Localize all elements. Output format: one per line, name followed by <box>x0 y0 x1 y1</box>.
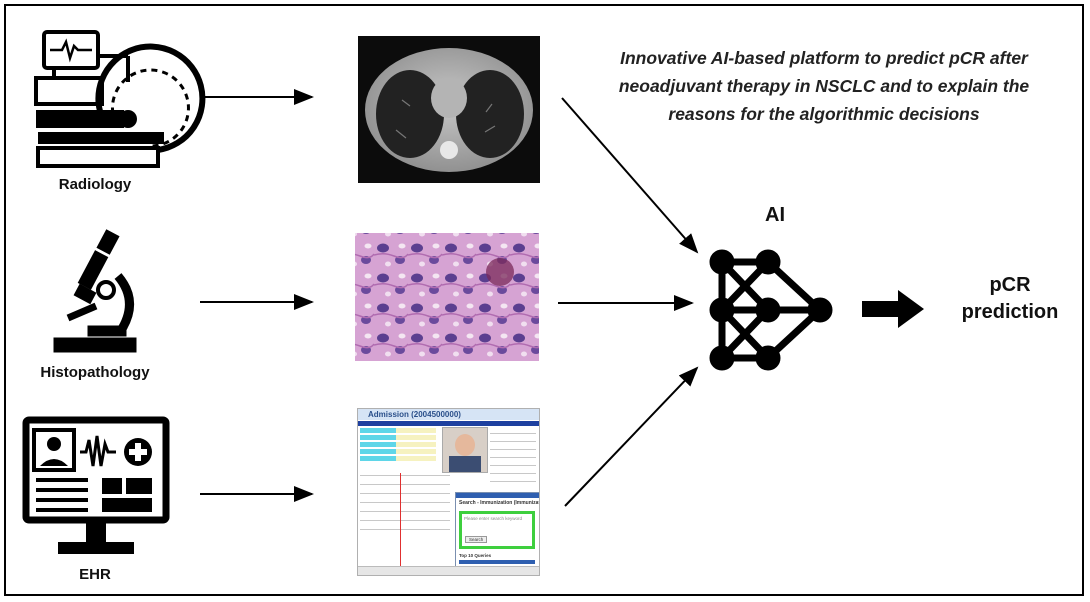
ehr-search-button: Search <box>465 536 488 543</box>
neural-network-icon <box>709 249 833 371</box>
diagram-title: Innovative AI-based platform to predict … <box>596 44 1052 128</box>
ehr-screenshot: Admission (2004500000) <box>357 408 540 576</box>
arrow-ct-to-ai <box>561 97 699 254</box>
label-histopathology: Histopathology <box>40 364 150 381</box>
input-arrows <box>200 89 314 502</box>
ehr-tab-bar <box>358 566 539 575</box>
microscope-icon <box>53 229 137 353</box>
label-ai: AI <box>765 204 785 226</box>
ct-scan-image <box>358 36 540 183</box>
radiology-scanner-icon <box>34 30 206 168</box>
label-radiology: Radiology <box>58 176 132 193</box>
ehr-popup-title: Search - Immunization (Immunization) <box>459 500 540 506</box>
title-line-2: neoadjuvant therapy in NSCLC and to expl… <box>618 76 1030 96</box>
ehr-search-box: Please enter search keyword Search <box>459 511 535 549</box>
ehr-window-title: Admission (2004500000) <box>358 409 539 420</box>
ehr-top-queries: Top 10 Queries <box>459 553 492 558</box>
ai-input-arrows <box>558 97 699 507</box>
label-ehr: EHR <box>79 566 111 583</box>
arrow-ehr-to-ai <box>564 366 699 507</box>
ehr-side-menu <box>490 427 538 489</box>
diagram-border <box>4 4 1084 596</box>
ehr-search-placeholder: Please enter search keyword <box>464 516 523 521</box>
ehr-monitor-icon <box>22 416 170 554</box>
thick-arrow-icon <box>862 290 924 328</box>
ehr-title-bar <box>358 421 539 426</box>
ehr-search-popup: Search - Immunization (Immunization) Ple… <box>455 492 540 575</box>
label-pcr: pCR <box>989 274 1031 296</box>
patient-photo <box>442 427 488 473</box>
label-prediction: prediction <box>961 301 1059 323</box>
histopathology-image <box>355 233 539 361</box>
title-line-1: Innovative AI-based platform to predict … <box>620 48 1028 68</box>
title-line-3: reasons for the algorithmic decisions <box>668 104 980 124</box>
